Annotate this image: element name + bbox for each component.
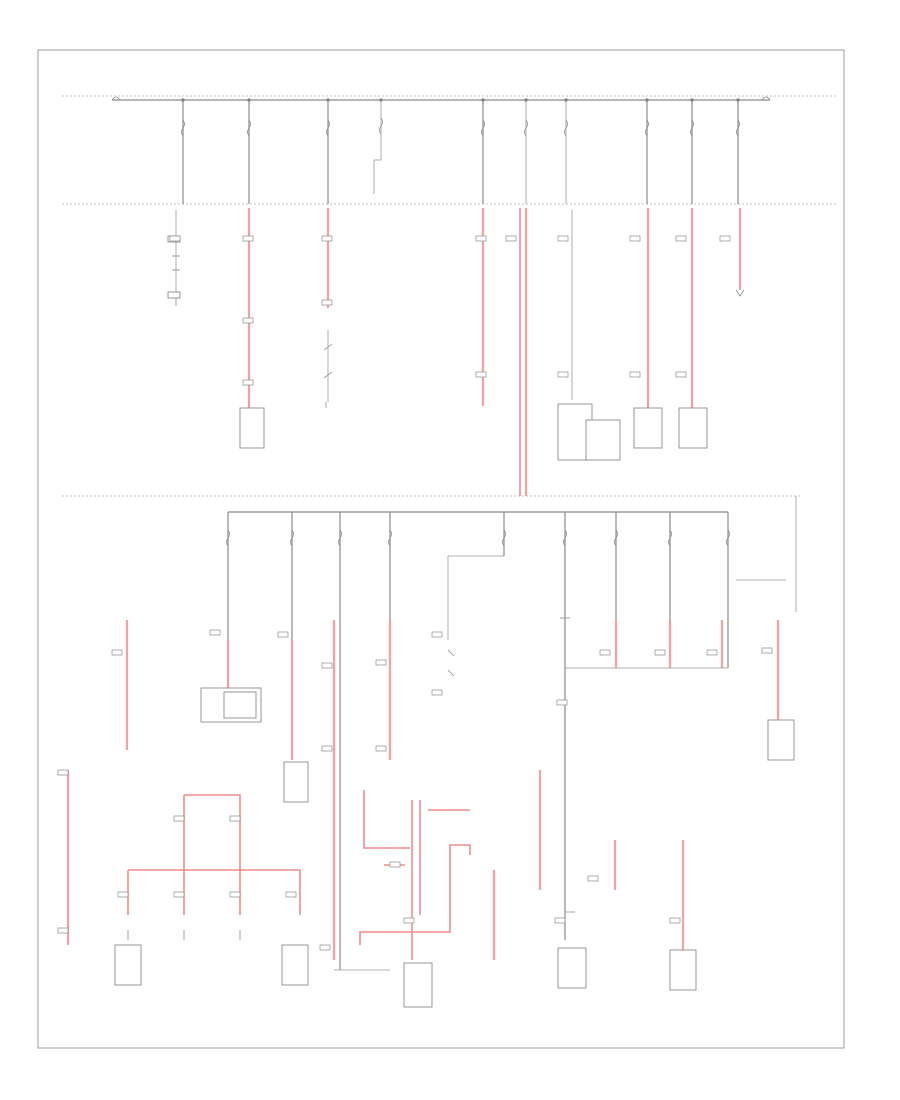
diagram-frame [37,49,845,1049]
lower-power-runs [66,620,780,960]
seat-harness-left [127,794,301,915]
lower-grey-lines [232,667,728,971]
circuit-1 [167,210,181,300]
lower-bus-drops [227,496,797,970]
circuit-5 [557,210,621,461]
connector-tabs [57,235,773,951]
power-source-symbol [111,96,121,101]
fuse-symbols-top [181,117,740,137]
power-source-symbol-right [761,96,771,101]
circuit-4 [481,208,528,496]
ground-symbols [127,255,745,940]
lower-fuse-symbols [226,529,730,547]
circuit-2 [239,208,265,449]
circuit-3 [323,208,333,402]
lower-components [114,687,795,1008]
circuit-6 [633,208,742,449]
seat-harness-center [359,790,471,960]
fuse-drops-top [182,100,739,204]
